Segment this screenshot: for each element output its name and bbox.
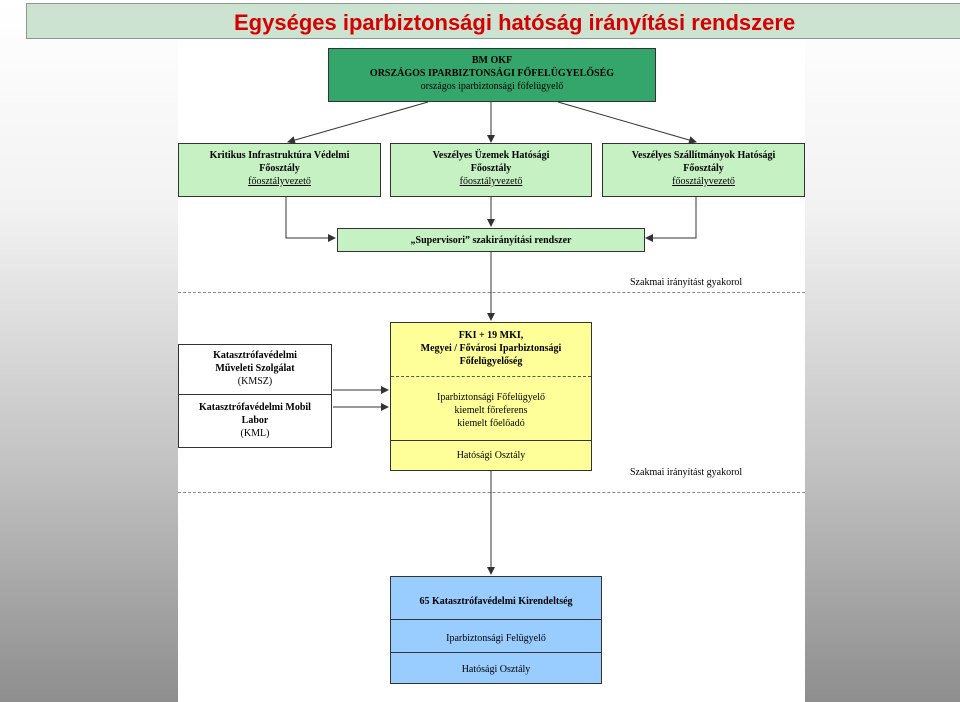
kirendeltseg-role: Iparbiztonsági Felügyelő bbox=[446, 633, 546, 644]
arrow-left-to-supervisory bbox=[285, 197, 336, 242]
fki-role-3: kiemelt főelőadó bbox=[457, 418, 525, 429]
department-head: főosztályvezető bbox=[672, 176, 735, 187]
arrow-top-to-left bbox=[287, 101, 429, 144]
fki-header-line3: Főfelügyelőség bbox=[459, 356, 523, 367]
fki-footer-label: Hatósági Osztály bbox=[456, 450, 526, 461]
kirendeltseg-role-row: Iparbiztonsági Felügyelő bbox=[391, 620, 601, 653]
org-diagram: BM OKF ORSZÁGOS IPARBIZTONSÁGI FŐFELÜGYE… bbox=[178, 40, 805, 702]
fki-box: FKI + 19 MKI, Megyei / Fővárosi Iparbizt… bbox=[390, 322, 592, 471]
department-name: Veszélyes Üzemek Hatósági bbox=[432, 150, 550, 161]
kmsz-line1: Katasztrófavédelmi bbox=[213, 350, 297, 361]
department-name: Kritikus Infrastruktúra Védelmi bbox=[209, 150, 350, 161]
kml-block: Katasztrófavédelmi Mobil Labor (KML) bbox=[179, 395, 331, 440]
connector-arrows bbox=[285, 101, 697, 575]
arrow-top-to-right bbox=[557, 101, 697, 144]
department-box-vsh: Veszélyes Szállítmányok Hatósági Főosztá… bbox=[602, 143, 805, 197]
fki-footer: Hatósági Osztály bbox=[391, 441, 591, 462]
annotation-upper: Szakmai irányítást gyakorol bbox=[630, 277, 743, 288]
bm-okf-box: BM OKF ORSZÁGOS IPARBIZTONSÁGI FŐFELÜGYE… bbox=[328, 48, 656, 102]
kmsz-block: Katasztrófavédelmi Műveleti Szolgálat (K… bbox=[179, 345, 331, 395]
department-type: Főosztály bbox=[259, 163, 300, 174]
left-unit-box: Katasztrófavédelmi Műveleti Szolgálat (K… bbox=[178, 344, 332, 448]
kmsz-line3: (KMSZ) bbox=[237, 376, 273, 387]
supervisory-box: „Supervisori” szakirányítási rendszer bbox=[337, 228, 645, 252]
title-bar: Egységes iparbiztonsági hatóság irányítá… bbox=[26, 3, 960, 39]
kml-line3: (KML) bbox=[240, 428, 270, 439]
kmsz-line2: Műveleti Szolgálat bbox=[215, 363, 295, 374]
department-head: főosztályvezető bbox=[248, 176, 311, 187]
department-type: Főosztály bbox=[470, 163, 512, 174]
supervisory-label: „Supervisori” szakirányítási rendszer bbox=[410, 235, 572, 246]
arrow-right-to-supervisory bbox=[645, 197, 697, 242]
fki-header-line1: FKI + 19 MKI, bbox=[458, 330, 524, 341]
department-box-vuh: Veszélyes Üzemek Hatósági Főosztály főos… bbox=[390, 143, 592, 197]
fki-role-1: Iparbiztonsági Főfelügyelő bbox=[436, 392, 546, 403]
kml-line2: Labor bbox=[241, 415, 269, 426]
separator-lower bbox=[178, 492, 805, 493]
bm-okf-role: országos iparbiztonsági főfelügyelő bbox=[420, 81, 564, 92]
bm-okf-name: ORSZÁGOS IPARBIZTONSÁGI FŐFELÜGYELŐSÉG bbox=[369, 68, 615, 79]
annotation-lower: Szakmai irányítást gyakorol bbox=[630, 467, 743, 478]
separator-upper bbox=[178, 292, 805, 293]
kml-line1: Katasztrófavédelmi Mobil bbox=[199, 402, 311, 413]
department-box-kiv: Kritikus Infrastruktúra Védelmi Főosztál… bbox=[178, 143, 381, 197]
fki-role-2: kiemelt főreferens bbox=[454, 405, 528, 416]
kirendeltseg-footer-label: Hatósági Osztály bbox=[461, 664, 531, 675]
department-type: Főosztály bbox=[683, 163, 724, 174]
kirendeltseg-name: 65 Katasztrófavédelmi Kirendeltség bbox=[419, 596, 573, 607]
fki-roles: Iparbiztonsági Főfelügyelő kiemelt főref… bbox=[391, 377, 591, 441]
page-title: Egységes iparbiztonsági hatóság irányítá… bbox=[234, 10, 796, 35]
kirendeltseg-header: 65 Katasztrófavédelmi Kirendeltség bbox=[391, 577, 601, 620]
kirendeltseg-box: 65 Katasztrófavédelmi Kirendeltség Iparb… bbox=[390, 576, 602, 684]
fki-header-line2: Megyei / Fővárosi Iparbiztonsági bbox=[420, 343, 562, 354]
kirendeltseg-footer: Hatósági Osztály bbox=[391, 653, 601, 676]
department-name: Veszélyes Szállítmányok Hatósági bbox=[631, 150, 776, 161]
bm-okf-label: BM OKF bbox=[471, 55, 513, 66]
department-head: főosztályvezető bbox=[459, 176, 523, 187]
fki-header: FKI + 19 MKI, Megyei / Fővárosi Iparbizt… bbox=[391, 323, 591, 377]
